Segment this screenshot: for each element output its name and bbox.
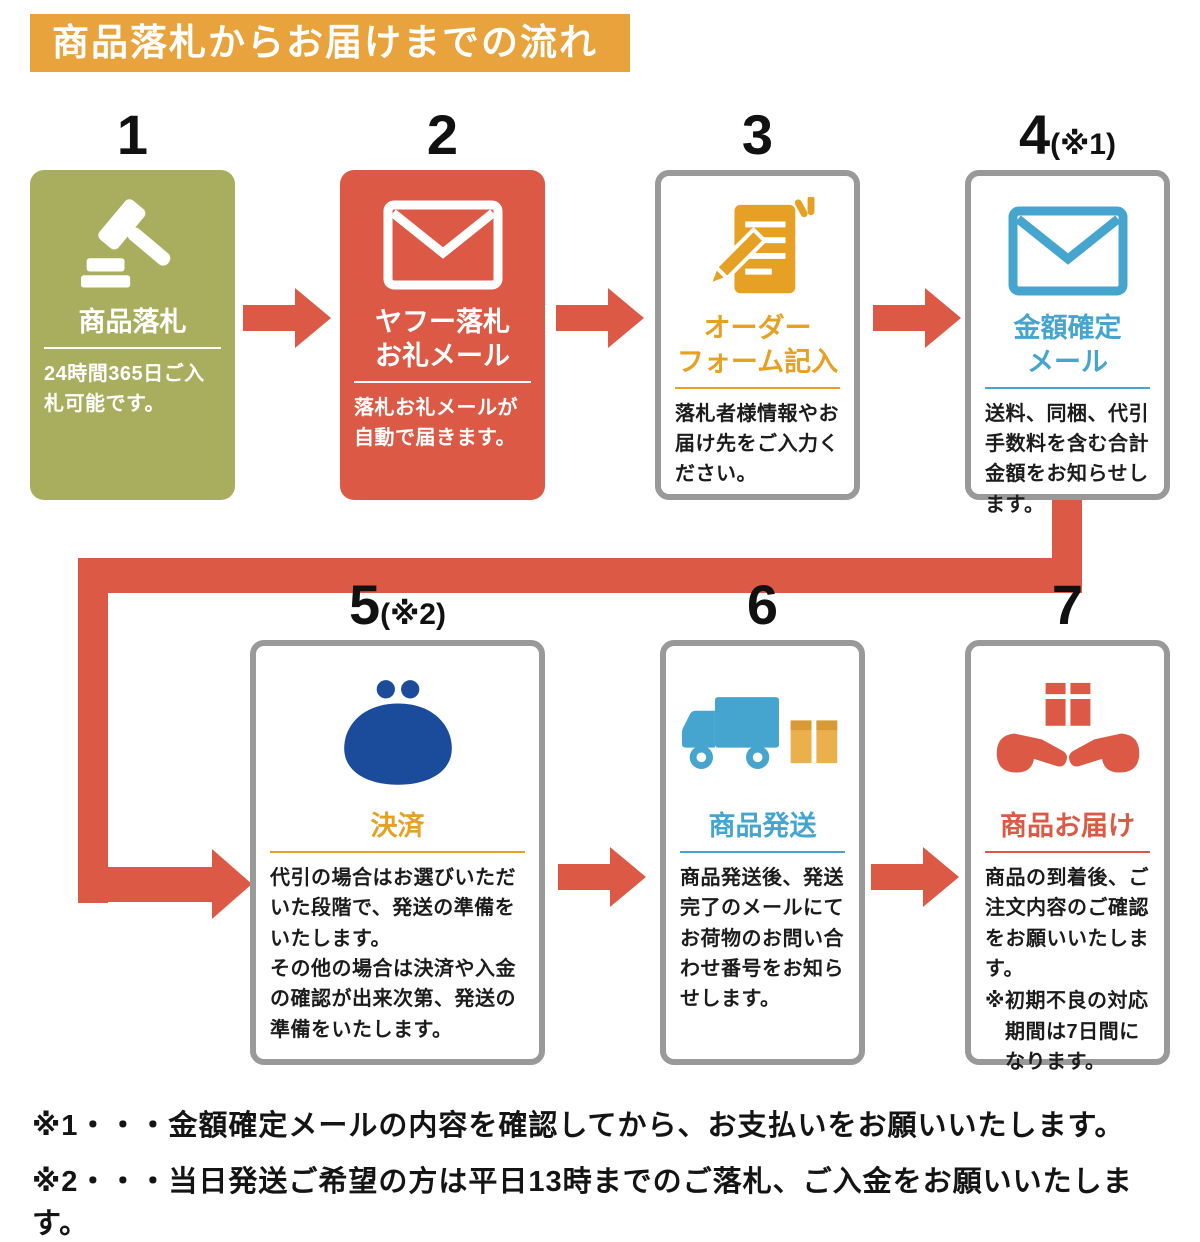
step-card-payment: 決済 代引の場合はお選びいただいた段階で、発送の準備をいたします。 その他の場合… [250, 640, 545, 1065]
step-description: 落札お礼メールが自動で届きます。 [354, 396, 518, 449]
step-title: ヤフー落札 お礼メール [354, 306, 531, 383]
page-title: 商品落札からお届けまでの流れ [30, 14, 630, 72]
gavel-icon [44, 184, 221, 306]
coin-purse-icon [270, 660, 525, 810]
step-number-7: 7 [1051, 573, 1084, 636]
step-number-6: 6 [746, 573, 779, 636]
step-description: 商品の到着後、ご注文内容のご確認をお願いいたします。 [985, 866, 1149, 980]
step-card-auction-win: 商品落札 24時間365日ご入札可能です。 [30, 170, 235, 500]
step-title: 決済 [270, 810, 525, 853]
step-number-2: 2 [426, 103, 459, 166]
step-description: 24時間365日ご入札可能です。 [44, 362, 205, 416]
step-number-3: 3 [741, 103, 774, 166]
connector-arrowhead [212, 849, 252, 919]
connector-horizontal [78, 558, 1082, 593]
arrow-step1-to-step2 [243, 288, 331, 348]
step-description: 代引の場合はお選びいただいた段階で、発送の準備をいたします。 その他の場合は決済… [270, 866, 516, 1041]
step-card-order-form: オーダー フォーム記入 落札者様情報やお届け先をご入力ください。 [655, 170, 860, 500]
step-card-shipping: 商品発送 商品発送後、発送完了のメールにてお荷物のお問い合わせ番号をお知らせしま… [660, 640, 865, 1065]
step-description-note: ※初期不良の対応期間は7日間になります。 [985, 990, 1149, 1074]
step-title: オーダー フォーム記入 [675, 312, 840, 389]
step-title: 商品落札 [44, 306, 221, 349]
hands-package-icon [985, 660, 1150, 810]
footnote-2: ※2・・・当日発送ご希望の方は平日13時までのご落札、ご入金をお願いいたします。 [32, 1166, 1133, 1240]
arrow-step2-to-step3 [556, 288, 644, 348]
envelope-icon [985, 190, 1150, 312]
arrow-step6-to-step7 [871, 847, 959, 907]
step-number-5: 5(※2) [349, 573, 446, 636]
connector-into-step5 [78, 867, 212, 902]
envelope-icon [354, 184, 531, 306]
step-card-delivery: 商品お届け 商品の到着後、ご注文内容のご確認をお願いいたします。 ※初期不良の対… [965, 640, 1170, 1073]
step-description: 送料、同梱、代引手数料を含む合計金額をお知らせします。 [985, 402, 1149, 516]
step-title: 商品お届け [985, 810, 1150, 853]
delivery-truck-icon [680, 660, 845, 810]
connector-left-vertical [78, 558, 108, 903]
step-number-4: 4(※1) [1019, 103, 1116, 166]
arrow-step5-to-step6 [558, 847, 646, 907]
step-description: 落札者様情報やお届け先をご入力ください。 [675, 402, 839, 486]
step-card-thanks-mail: ヤフー落札 お礼メール 落札お礼メールが自動で届きます。 [340, 170, 545, 500]
step-description: 商品発送後、発送完了のメールにてお荷物のお問い合わせ番号をお知らせします。 [680, 866, 844, 1011]
step-title: 商品発送 [680, 810, 845, 853]
arrow-step3-to-step4 [873, 288, 961, 348]
form-pencil-icon [675, 190, 840, 312]
step-title: 金額確定 メール [985, 312, 1150, 389]
step-card-amount-mail: 金額確定 メール 送料、同梱、代引手数料を含む合計金額をお知らせします。 [965, 170, 1170, 516]
footnote-1: ※1・・・金額確定メールの内容を確認してから、お支払いをお願いいたします。 [32, 1110, 1125, 1142]
step-number-1: 1 [116, 103, 149, 166]
